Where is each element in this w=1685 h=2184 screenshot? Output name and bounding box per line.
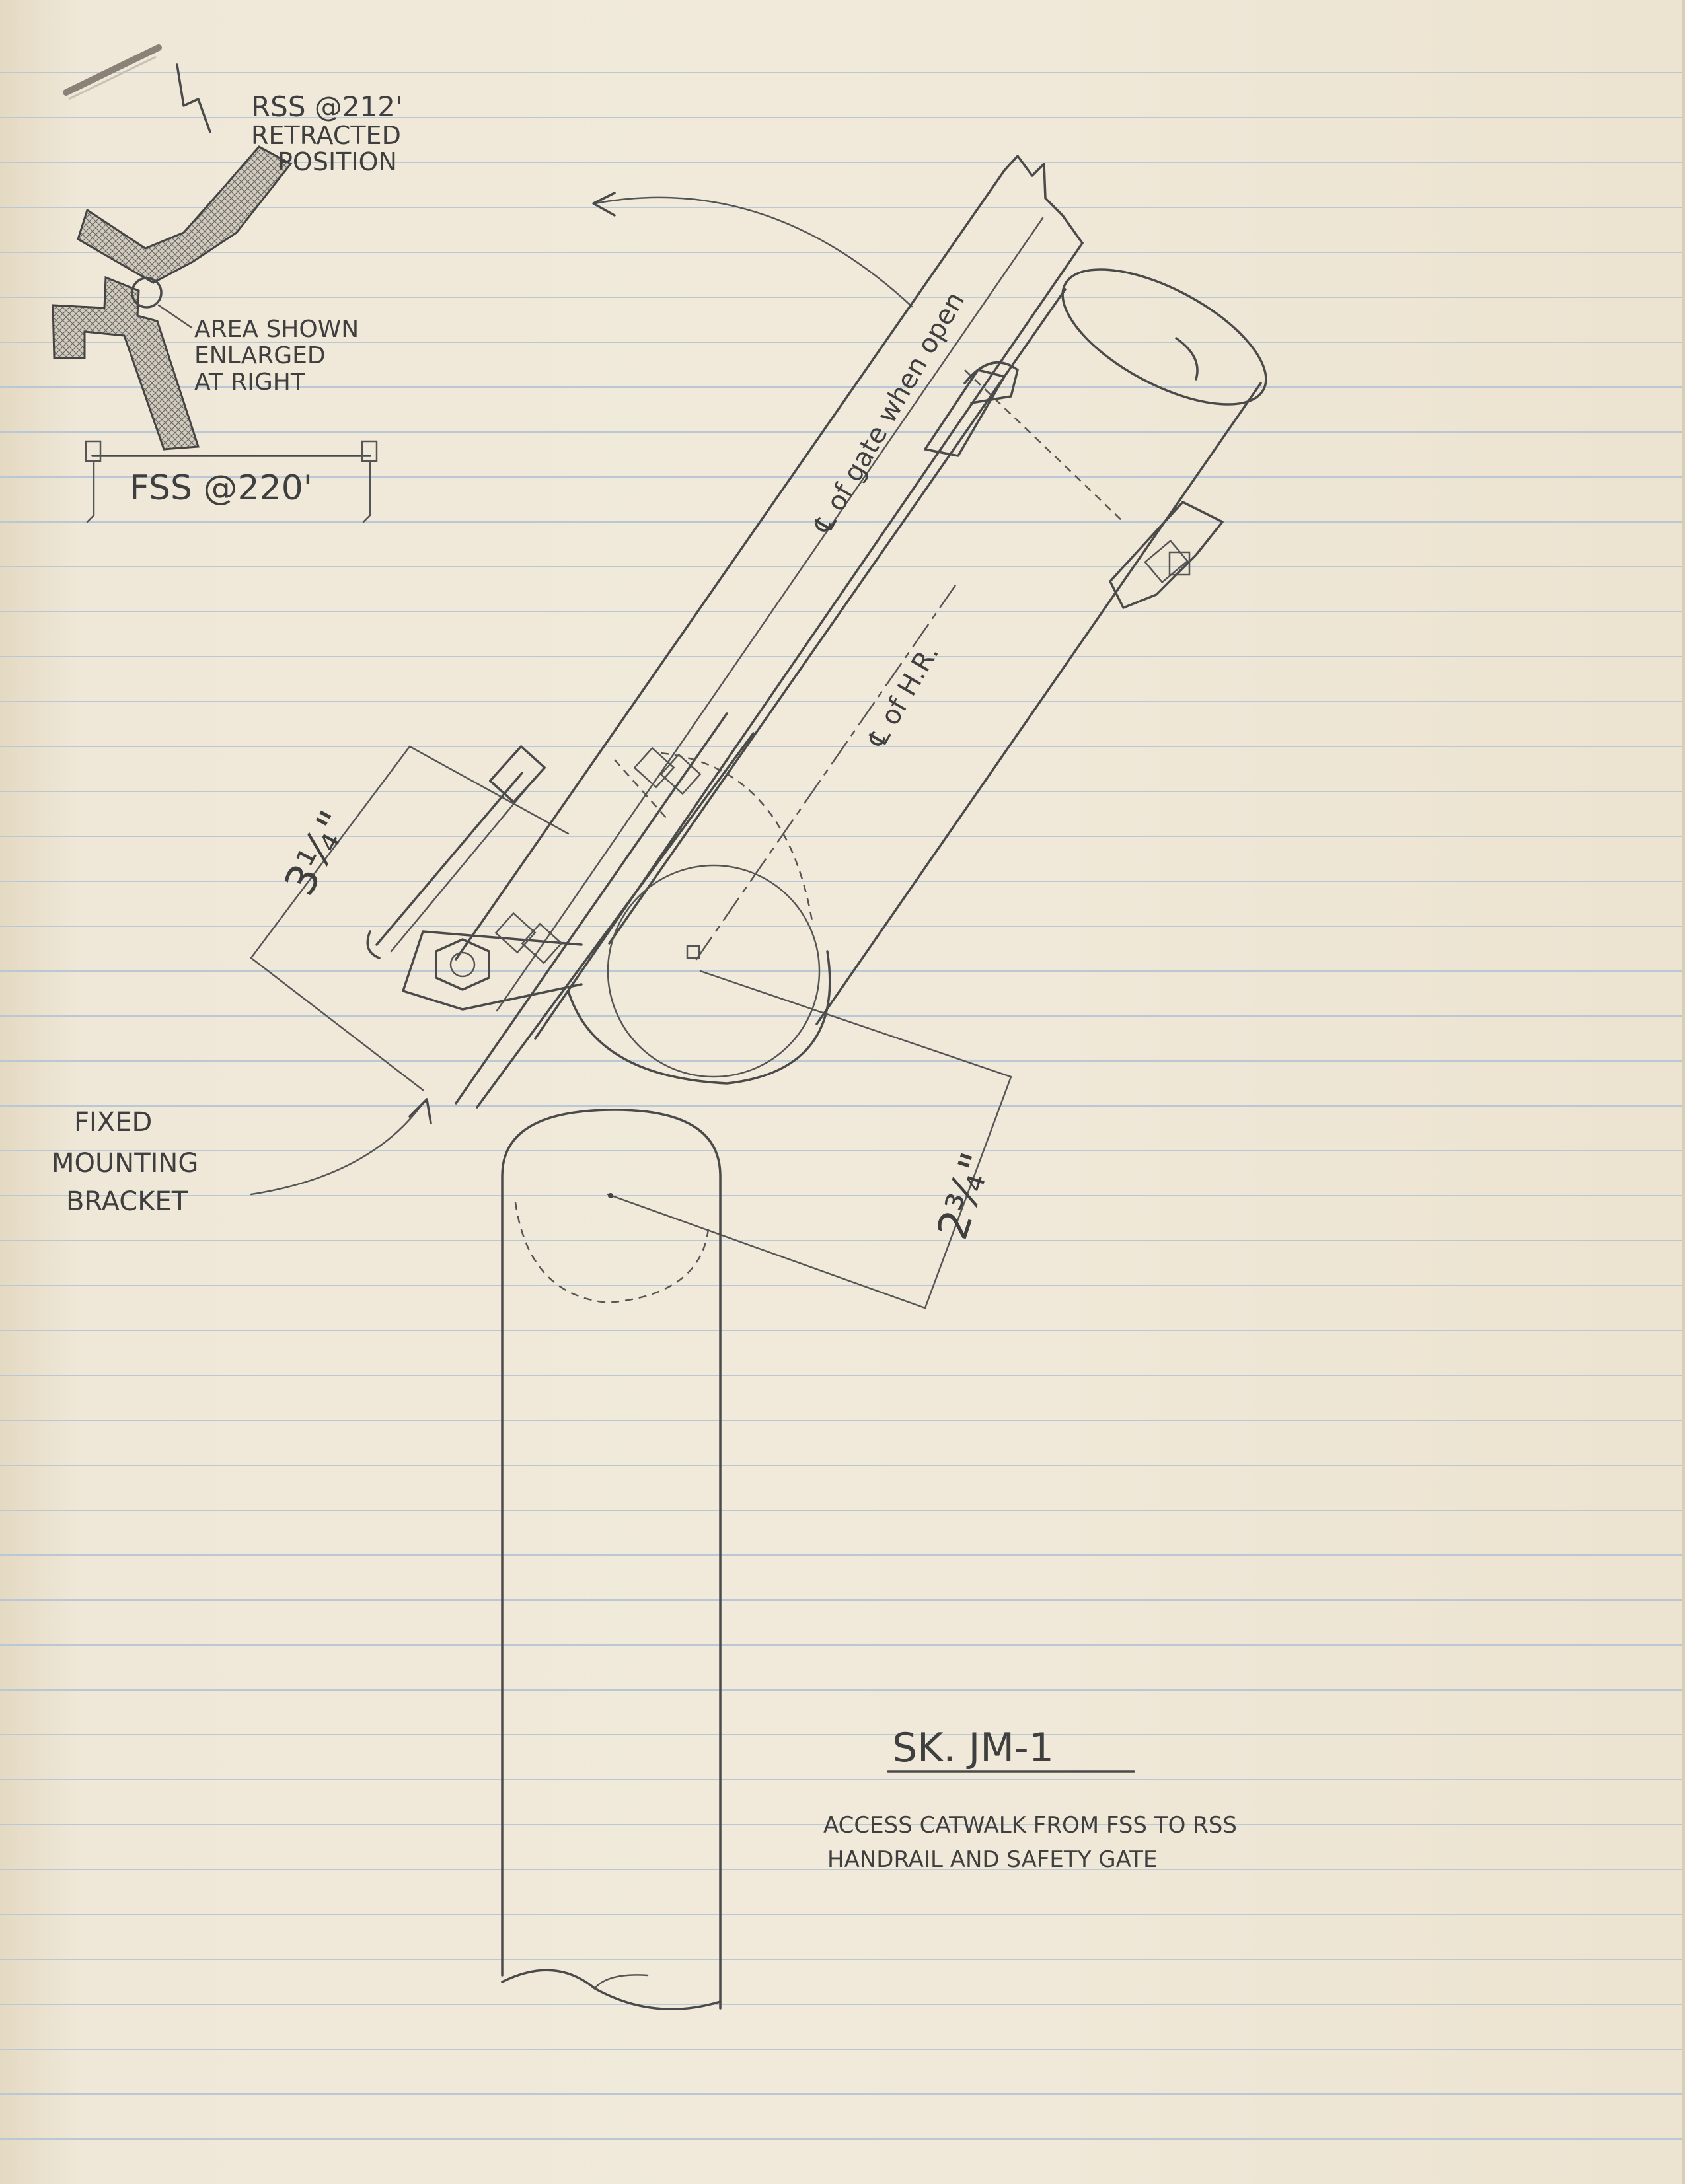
handrail-tube-section bbox=[607, 864, 821, 1078]
fss-label: FSS @220' bbox=[130, 468, 313, 508]
staple bbox=[63, 44, 162, 100]
handrail-tube bbox=[607, 268, 1267, 1078]
area-note-2: ENLARGED bbox=[194, 342, 326, 369]
post-center-point bbox=[608, 1193, 613, 1198]
inset-break-line bbox=[176, 63, 211, 133]
fss-leg-left bbox=[86, 460, 95, 523]
bracket-label-3: BRACKET bbox=[66, 1186, 188, 1217]
handrail-detail: ℄ of gate when open ℄ of H.R. 3¼" 2¾" bbox=[52, 155, 1267, 2010]
gate-swing-arrowhead bbox=[592, 192, 616, 217]
gate-centerline-label: ℄ of gate when open bbox=[807, 287, 971, 539]
rss-sub-label-1: RETRACTED bbox=[251, 121, 401, 150]
hex-nut bbox=[435, 938, 490, 991]
bolt-shank bbox=[375, 772, 523, 946]
vertical-post bbox=[501, 1109, 722, 2010]
bracket-leader bbox=[250, 1102, 424, 1196]
dim-lower-text: 2¾" bbox=[928, 1147, 1002, 1245]
handrail-centerline-label: ℄ of H.R. bbox=[862, 639, 945, 753]
handrail-tube-end bbox=[1061, 268, 1267, 406]
fss-post-right bbox=[361, 440, 378, 462]
handrail-centerline bbox=[695, 580, 959, 961]
bracket-plate bbox=[402, 930, 583, 1011]
area-note-1: AREA SHOWN bbox=[194, 316, 359, 343]
bracket-leader-arrowhead bbox=[408, 1098, 432, 1124]
description-line-1: ACCESS CATWALK FROM FSS TO RSS bbox=[823, 1812, 1237, 1838]
rss-sub-label-2: POSITION bbox=[278, 147, 397, 176]
gate-swing-arc bbox=[593, 196, 913, 308]
title-block: SK. JM-1 ACCESS CATWALK FROM FSS TO RSS … bbox=[823, 1725, 1237, 1873]
fss-post-left bbox=[85, 440, 102, 462]
area-note-3: AT RIGHT bbox=[194, 369, 306, 396]
gate-latch-clips bbox=[924, 361, 1224, 609]
inset-location-sketch: RSS @212' RETRACTED POSITION AREA SHOWN … bbox=[52, 63, 403, 523]
fss-leg-right bbox=[362, 460, 371, 523]
rss-label: RSS @212' bbox=[251, 91, 403, 123]
dimension-upper: 3¼" bbox=[250, 745, 570, 1091]
enlarged-area-circle bbox=[131, 277, 163, 309]
bracket-callout: FIXED MOUNTING BRACKET bbox=[52, 1098, 432, 1217]
gate-bar-open bbox=[455, 155, 1084, 1040]
area-leader bbox=[157, 304, 193, 329]
sketch-number: SK. JM-1 bbox=[892, 1725, 1054, 1771]
description-line-2: HANDRAIL AND SAFETY GATE bbox=[827, 1846, 1157, 1873]
bolt-head bbox=[366, 930, 381, 959]
mounting-bracket bbox=[366, 369, 1124, 1109]
bolt-nut-top bbox=[488, 745, 546, 803]
bracket-label-1: FIXED bbox=[74, 1107, 152, 1138]
bracket-label-2: MOUNTING bbox=[52, 1148, 198, 1179]
dim-upper-text: 3¼" bbox=[276, 803, 359, 903]
rss-catwalk-shape bbox=[77, 145, 293, 284]
dimension-lower: 2¾" bbox=[607, 970, 1012, 1309]
fss-catwalk-shape bbox=[52, 275, 200, 451]
